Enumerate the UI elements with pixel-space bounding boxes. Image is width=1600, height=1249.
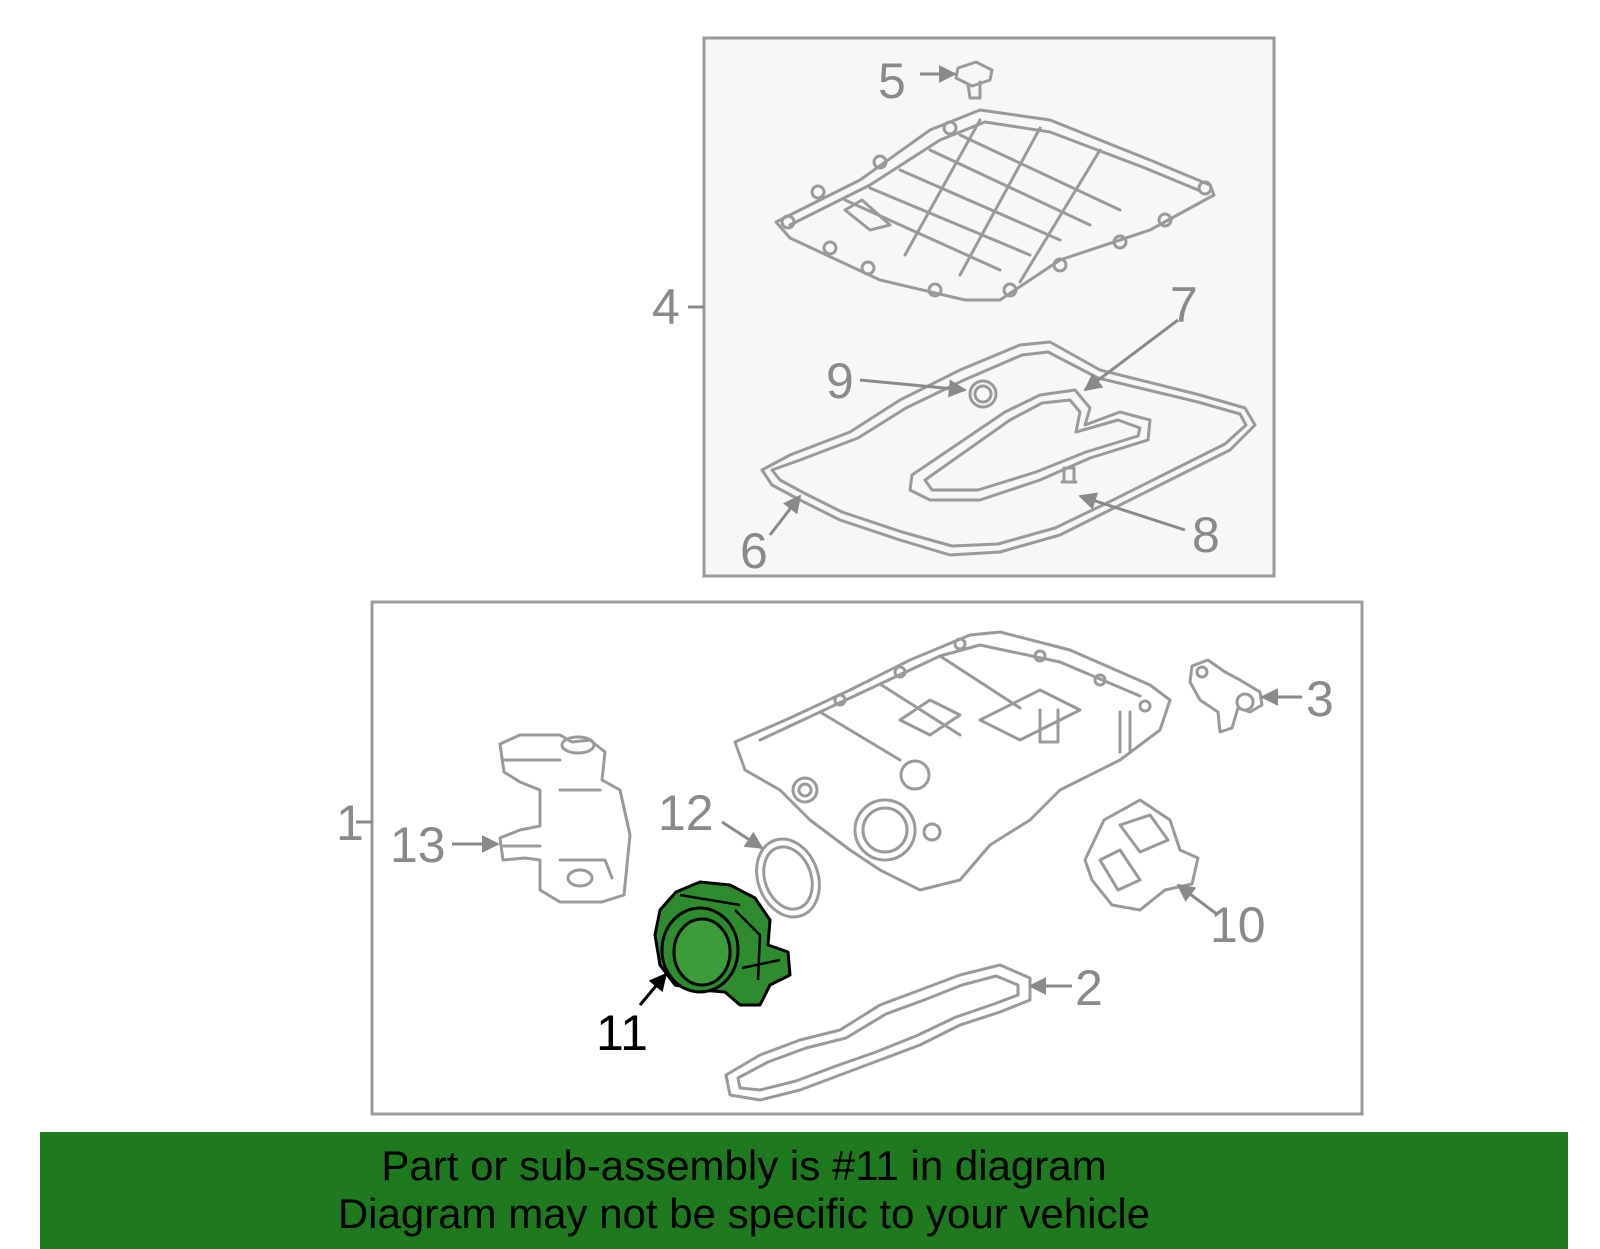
callout-8: 8 — [1192, 507, 1220, 563]
gasket-part-6 — [760, 340, 1257, 557]
oring-part-12 — [755, 837, 821, 919]
callout-10: 10 — [1210, 897, 1266, 953]
callout-2: 2 — [1075, 960, 1103, 1016]
subassembly-box-1 — [370, 600, 1364, 1116]
throttle-body-part-11 — [653, 880, 792, 1007]
info-banner: Part or sub-assembly is #11 in diagram D… — [40, 1132, 1568, 1249]
callout-9: 9 — [826, 353, 854, 409]
callout-6: 6 — [740, 523, 768, 579]
sensor-part-10 — [1083, 798, 1200, 912]
banner-line-2: Diagram may not be specific to your vehi… — [337, 1190, 1151, 1237]
callout-11: 11 — [596, 1005, 648, 1061]
callout-3: 3 — [1306, 671, 1334, 727]
callout-13: 13 — [390, 817, 446, 873]
bracket-part-3 — [1188, 658, 1264, 734]
valve-part-13 — [498, 733, 632, 904]
callout-7: 7 — [1170, 277, 1198, 333]
banner-line-1: Part or sub-assembly is #11 in diagram — [381, 1142, 1107, 1189]
cover-part-4 — [774, 108, 1216, 302]
leader-lines — [356, 65, 1302, 1006]
gasket-part-2 — [724, 963, 1032, 1102]
callout-5: 5 — [878, 53, 906, 109]
callout-12: 12 — [658, 785, 714, 841]
callout-4: 4 — [652, 279, 680, 335]
manifold-part-1 — [733, 630, 1172, 892]
callout-1: 1 — [336, 795, 364, 851]
